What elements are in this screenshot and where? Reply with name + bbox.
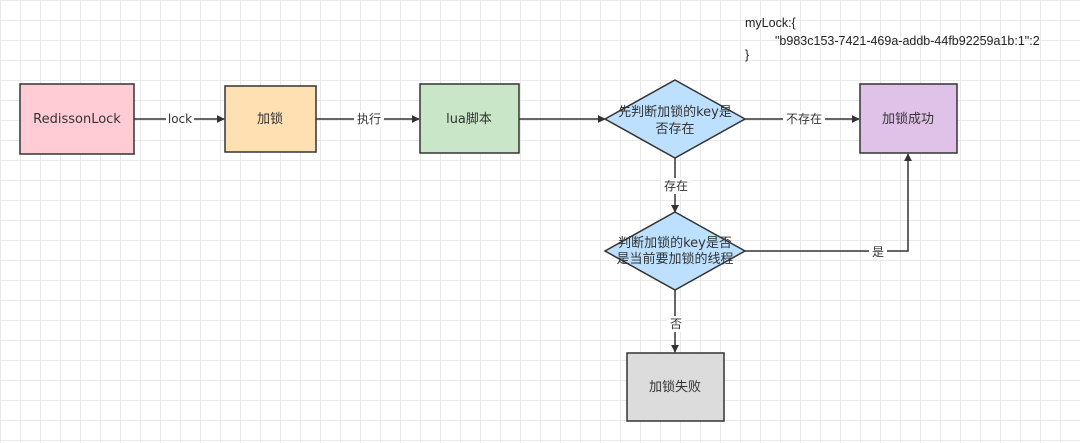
note-line-1: myLock:{ <box>745 16 796 30</box>
node-check-thread-label-line2: 是当前要加锁的线程 <box>616 251 733 267</box>
node-lock-shape <box>224 85 317 153</box>
edge-label-lock: lock <box>168 112 192 126</box>
node-lock-fail-shape <box>626 352 725 422</box>
node-check-thread-label-line1: 判断加锁的key是否 <box>618 235 732 251</box>
node-lock-label: 加锁 <box>257 111 283 127</box>
node-lua-script-label: lua脚本 <box>446 111 492 127</box>
node-lock-success[interactable]: 加锁成功 <box>859 83 958 154</box>
edge-label-exists: 存在 <box>664 179 688 193</box>
node-redisson-lock-label: RedissonLock <box>33 112 121 127</box>
node-lock-success-shape <box>859 83 958 154</box>
note-line-3: } <box>745 48 749 62</box>
note-line-2: "b983c153-7421-469a-addb-44fb92259a1b:1"… <box>775 34 1040 48</box>
node-lock-success-label: 加锁成功 <box>882 111 934 127</box>
node-lock[interactable]: 加锁 <box>224 85 317 153</box>
node-lua-script[interactable]: lua脚本 <box>419 83 520 154</box>
node-check-thread[interactable]: 判断加锁的key是否 是当前要加锁的线程 <box>603 211 747 291</box>
edge-label-yes: 是 <box>872 245 884 259</box>
node-check-key-exists-label-line1: 先判断加锁的key是 <box>618 104 732 120</box>
edge-label-no: 否 <box>670 317 682 331</box>
node-redisson-lock-shape <box>19 83 135 155</box>
node-lock-fail-label: 加锁失败 <box>649 379 701 395</box>
node-check-key-exists-shape <box>603 79 747 159</box>
json-note: myLock:{ "b983c153-7421-469a-addb-44fb92… <box>745 16 1040 62</box>
edge-label-not-exists: 不存在 <box>786 112 822 126</box>
edge-thread-to-success <box>745 153 912 252</box>
node-lock-fail[interactable]: 加锁失败 <box>626 352 725 422</box>
node-lua-script-shape <box>419 83 520 154</box>
node-check-key-exists-label-line2: 否存在 <box>655 122 694 137</box>
edge-labels: lock 执行 不存在 存在 是 否 <box>166 111 887 332</box>
edges <box>134 115 912 353</box>
node-check-thread-shape <box>603 211 747 291</box>
edge-label-execute: 执行 <box>357 112 381 126</box>
node-redisson-lock[interactable]: RedissonLock <box>19 83 135 155</box>
node-check-key-exists[interactable]: 先判断加锁的key是 否存在 <box>603 79 747 159</box>
